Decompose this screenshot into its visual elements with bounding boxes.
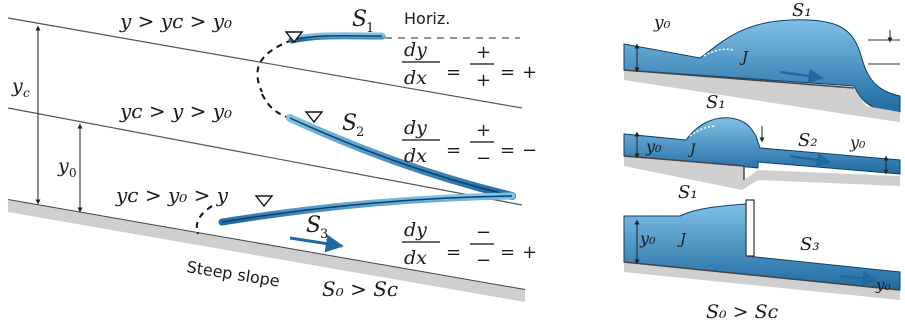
flow-arrow	[779, 68, 824, 84]
s2-subscript: 2	[356, 125, 364, 140]
horizontal-label: Horiz.	[404, 9, 450, 28]
s3-label: S	[306, 213, 321, 238]
s1-result-sign: +	[522, 62, 537, 83]
yc-subscript: c	[23, 86, 30, 100]
svg-text:=: =	[446, 62, 461, 83]
svg-text:dy: dy	[404, 117, 427, 139]
s1-condition: y > yᴄ > y₀	[119, 9, 232, 33]
s1-derivative: dy dx = + + = +	[402, 39, 537, 91]
panel2-y0-left: y₀	[645, 137, 662, 156]
s3-condition: yᴄ > y₀ > y	[115, 183, 229, 207]
flow-direction-arrow	[289, 234, 344, 253]
channel-bed-ground	[8, 200, 525, 302]
slope-condition-label: S₀ > Sᴄ	[322, 277, 398, 301]
s1-dashed-extension	[256, 39, 293, 93]
s2-result-sign: −	[522, 140, 537, 161]
normal-depth-line	[7, 107, 523, 206]
s3-dashed-extension	[195, 205, 213, 235]
left-diagram: y > yᴄ > y₀ yᴄ > y > y₀ yᴄ > y₀ > y S 1 …	[7, 7, 537, 302]
s2-condition: yᴄ > y > y₀	[119, 99, 232, 123]
sluice-gate	[745, 199, 755, 257]
svg-text:=: =	[446, 140, 461, 161]
water-surface-marker	[284, 31, 304, 44]
panel3-y0-label: y₀	[639, 229, 656, 248]
flow-arrow	[839, 271, 878, 286]
s1-subscript: 1	[366, 21, 374, 36]
right-diagram: y₀ S₁ J y₀ S₁ J S₂ y₀	[623, 0, 901, 323]
channel-bed	[624, 156, 900, 190]
svg-text:=: =	[500, 62, 515, 83]
s2-dashed-extension	[261, 93, 291, 119]
svg-text:=: =	[500, 242, 515, 263]
flow-arrow	[789, 152, 832, 168]
s2-numerator-sign: +	[476, 120, 491, 141]
s3-subscript: 3	[320, 227, 328, 242]
panel2-s2-label: S₂	[798, 130, 818, 151]
svg-text:=: =	[446, 242, 461, 263]
water-surface-marker	[304, 111, 324, 124]
panel1-jump-label: J	[739, 48, 749, 66]
panel-s2-step: y₀ S₁ J S₂ y₀	[623, 92, 901, 190]
s2-derivative: dy dx = + − = −	[402, 117, 537, 169]
s3-numerator-sign: −	[476, 222, 491, 243]
yc-label: y	[11, 75, 23, 97]
panel3-s1-label: S₁	[678, 182, 698, 203]
critical-depth-line	[7, 17, 523, 109]
hydraulic-jump-foam	[703, 48, 735, 57]
panel1-y0-label: y₀	[653, 13, 671, 33]
panel3-y0-right: y₀	[875, 276, 891, 294]
dy-text: dy	[404, 39, 427, 61]
s3-derivative: dy dx = − − = +	[402, 219, 537, 271]
panel-s3-sluice-gate: S₁ y₀ J S₃ y₀	[623, 182, 901, 300]
water-surface-marker	[254, 195, 274, 208]
s1-numerator-sign: +	[476, 42, 491, 63]
svg-text:=: =	[500, 140, 515, 161]
s2-label: S	[342, 111, 357, 136]
y0-label: y	[57, 155, 69, 177]
panel3-jump-label: J	[677, 230, 687, 248]
panel1-s1-label: S₁	[792, 0, 812, 21]
dx-text: dx	[404, 67, 427, 89]
steep-slope-label: Steep slope	[185, 257, 281, 290]
right-slope-condition: S₀ > Sᴄ	[706, 301, 779, 323]
panel2-s1-label: S₁	[706, 92, 726, 113]
y0-subscript: 0	[69, 166, 77, 180]
svg-text:dx: dx	[404, 145, 427, 167]
s1-denominator-sign: +	[476, 70, 491, 91]
panel2-jump-label: J	[687, 142, 697, 158]
svg-text:dy: dy	[404, 219, 427, 241]
channel-bed	[624, 262, 900, 300]
s1-label: S	[352, 7, 367, 32]
s3-denominator-sign: −	[476, 250, 491, 271]
panel-s1-jump-drop: y₀ S₁ J	[623, 0, 901, 122]
s2-denominator-sign: −	[476, 148, 491, 169]
s3-result-sign: +	[522, 242, 537, 263]
channel-bed	[624, 70, 900, 122]
panel2-y0-right: y₀	[849, 133, 866, 152]
svg-text:dx: dx	[404, 247, 427, 269]
panel3-s3-label: S₃	[800, 234, 820, 255]
